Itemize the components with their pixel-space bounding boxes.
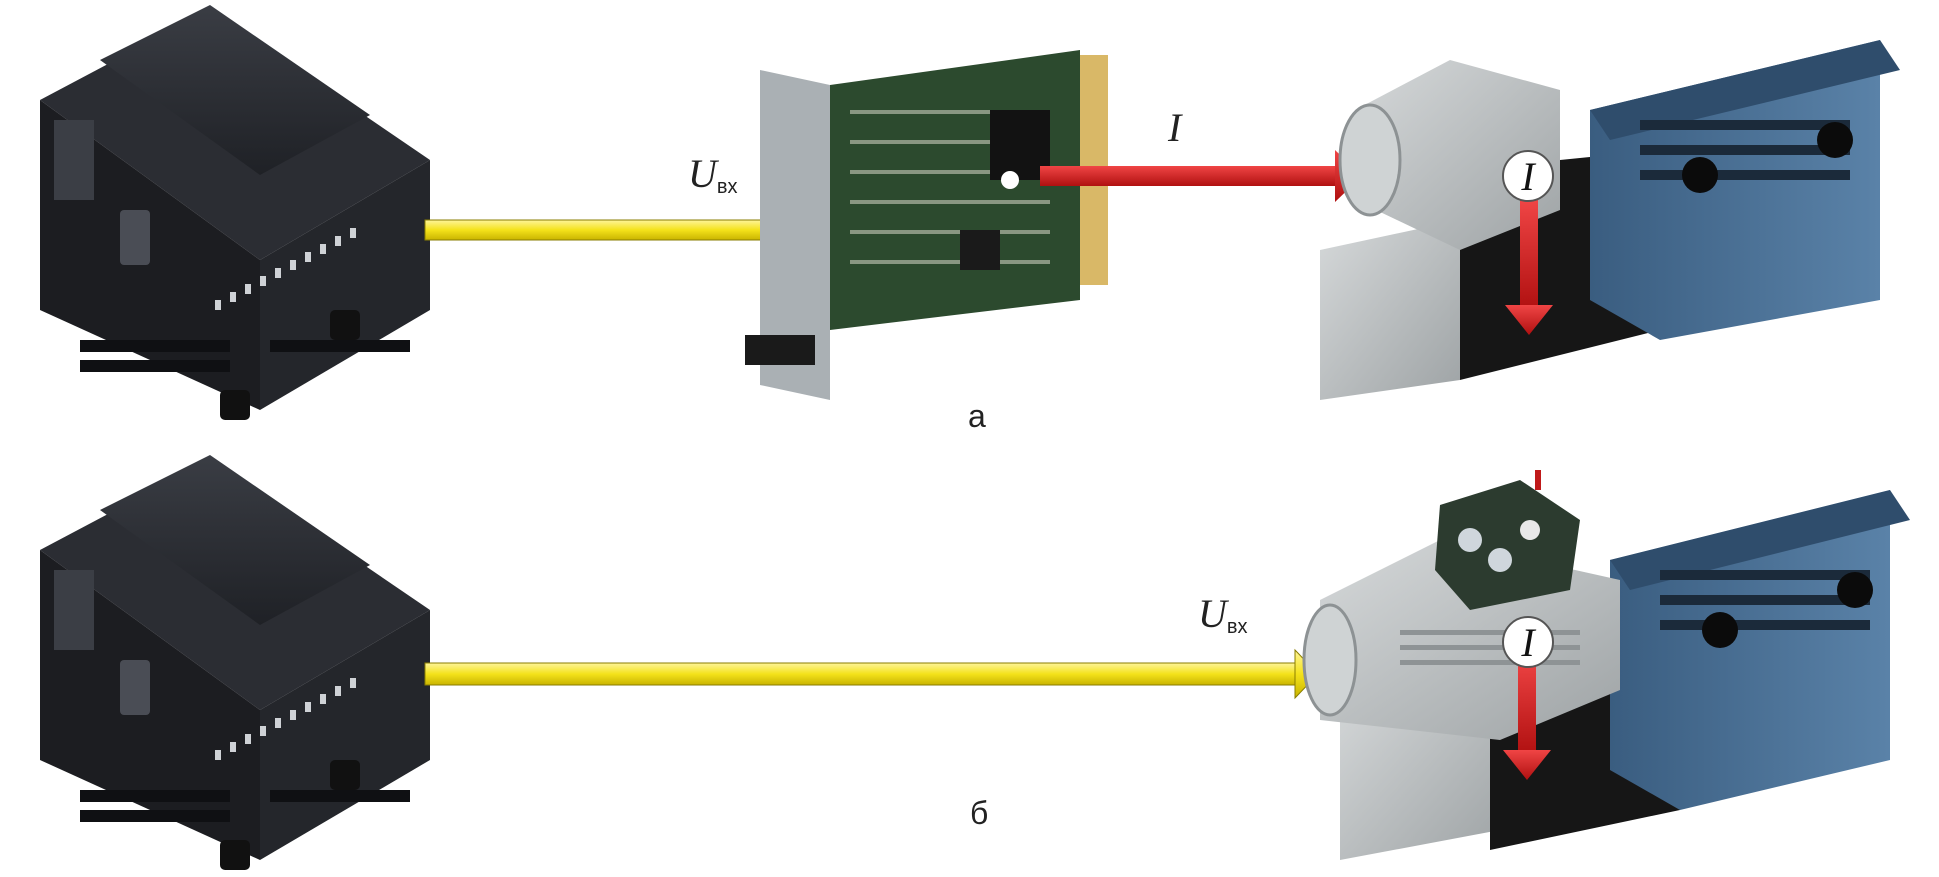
proportional-valve-icon <box>1302 470 1910 860</box>
current-arrow-valve-b <box>1503 655 1551 780</box>
caption-b: б <box>970 795 989 831</box>
current-label-a: I <box>1168 105 1182 150</box>
amplifier-card-icon <box>745 50 1108 400</box>
proportional-valve-icon <box>1320 40 1900 400</box>
input-voltage-label-b: Uвх <box>1198 591 1248 638</box>
current-valve-label-b: I <box>1502 616 1554 668</box>
plc-controller-icon <box>40 455 430 870</box>
current-valve-label-a: I <box>1502 150 1554 202</box>
caption-a: а <box>968 398 986 434</box>
plc-controller-icon <box>40 5 430 420</box>
input-voltage-label-a: Uвх <box>688 151 738 198</box>
voltage-arrow-b <box>424 648 1319 700</box>
voltage-arrow-a <box>424 206 801 254</box>
current-arrow-valve-a <box>1505 200 1553 335</box>
